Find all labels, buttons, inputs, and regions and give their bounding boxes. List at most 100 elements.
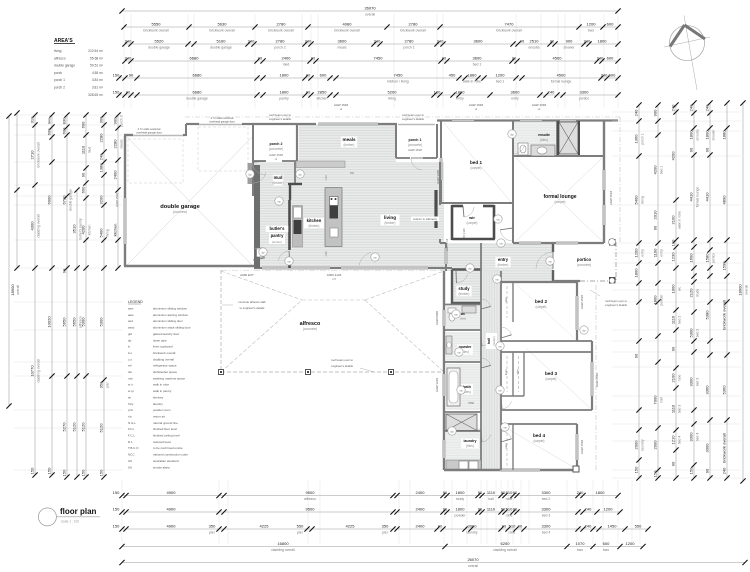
svg-text:sa: sa [495, 277, 499, 281]
svg-text:90: 90 [126, 89, 131, 94]
svg-text:glazed laundry door: glazed laundry door [153, 332, 179, 336]
svg-text:1100: 1100 [325, 175, 328, 181]
svg-text:laundry: laundry [464, 439, 477, 443]
svg-text:240: 240 [437, 38, 444, 43]
svg-text:overhead garage door: overhead garage door [136, 131, 162, 135]
svg-text:scale 1 : 100: scale 1 : 100 [61, 520, 79, 524]
svg-text:pantry: pantry [271, 233, 284, 238]
svg-text:5630: 5630 [218, 21, 228, 26]
svg-text:engineer's details: engineer's details [605, 303, 627, 307]
svg-text:2000: 2000 [652, 440, 657, 450]
svg-text:walk in robe: walk in robe [153, 383, 169, 387]
svg-text:2780: 2780 [277, 21, 287, 26]
svg-text:4900: 4900 [167, 490, 177, 495]
svg-text:90: 90 [306, 72, 311, 77]
svg-text:dp: dp [582, 328, 586, 332]
svg-text:60 2146: 60 2146 [462, 228, 466, 238]
svg-text:90: 90 [550, 38, 555, 43]
svg-text:5650: 5650 [71, 317, 76, 327]
svg-text:10770: 10770 [29, 365, 34, 377]
svg-text:1800: 1800 [456, 490, 466, 495]
svg-text:powder room: powder room [153, 408, 171, 412]
svg-text:4080: 4080 [343, 21, 353, 26]
svg-text:600: 600 [603, 541, 610, 546]
svg-text:5120: 5120 [98, 423, 103, 433]
svg-text:bed 4: bed 4 [533, 433, 545, 438]
svg-text:ensuita: ensuita [695, 129, 699, 140]
svg-text:3360: 3360 [704, 385, 709, 395]
svg-text:brickwork overall: brickwork overall [153, 351, 176, 355]
svg-text:NCC: NCC [128, 453, 135, 457]
svg-text:porch 1: porch 1 [54, 78, 65, 82]
svg-text:mw: mw [128, 376, 133, 380]
svg-text:5300: 5300 [80, 317, 85, 327]
svg-text:5650: 5650 [61, 317, 66, 327]
svg-text:entry: entry [456, 97, 464, 101]
svg-text:350: 350 [98, 381, 103, 388]
svg-text:entry: entry [498, 257, 509, 262]
svg-text:1200: 1200 [604, 506, 614, 511]
svg-text:1600: 1600 [688, 253, 693, 263]
svg-text:2 7m wide sectional: 2 7m wide sectional [138, 127, 161, 131]
svg-text:cladding overall: cladding overall [36, 359, 40, 383]
svg-text:1:5: 1:5 [332, 277, 336, 281]
svg-text:australian standard: australian standard [153, 459, 179, 463]
svg-text:double garage: double garage [54, 64, 75, 68]
svg-text:dp: dp [510, 132, 514, 136]
svg-text:150: 150 [46, 467, 51, 474]
svg-text:porch 1: porch 1 [403, 46, 414, 50]
svg-text:linen cupboard: linen cupboard [153, 345, 173, 349]
svg-text:90: 90 [306, 89, 311, 94]
svg-text:AAW 1206: AAW 1206 [436, 170, 440, 185]
svg-text:hall: hall [487, 338, 491, 344]
svg-text:pier: pier [105, 381, 109, 388]
svg-text:asw: asw [128, 307, 134, 311]
svg-text:180: 180 [434, 89, 441, 94]
svg-text:3510: 3510 [71, 224, 76, 234]
svg-text:bed 3: bed 3 [677, 405, 681, 414]
svg-text:240: 240 [585, 523, 592, 528]
svg-text:study: study [458, 286, 470, 291]
svg-text:reduced level: reduced level [153, 440, 171, 444]
svg-text:1070: 1070 [576, 541, 586, 546]
svg-text:return air: return air [153, 414, 165, 418]
svg-text:l'dry: l'dry [128, 402, 134, 406]
svg-text:90: 90 [520, 38, 525, 43]
svg-text:26070: 26070 [467, 557, 479, 562]
svg-text:portico: portico [577, 257, 592, 262]
svg-text:7000: 7000 [652, 395, 657, 405]
svg-text:90: 90 [513, 506, 518, 511]
svg-text:SA: SA [128, 465, 132, 469]
svg-text:walk in robe: walk in robe [463, 80, 481, 84]
svg-text:90: 90 [670, 346, 675, 351]
svg-text:sa: sa [373, 255, 377, 259]
svg-text:150: 150 [688, 467, 693, 474]
svg-text:240: 240 [548, 89, 555, 94]
svg-text:w.i.p: w.i.p [128, 389, 134, 393]
svg-text:sk: sk [128, 395, 132, 399]
svg-text:550: 550 [297, 523, 304, 528]
svg-text:3.81 m²: 3.81 m² [92, 86, 104, 90]
svg-text:porch 2: porch 2 [119, 115, 123, 126]
svg-text:(concrete): (concrete) [303, 327, 317, 331]
svg-text:90: 90 [502, 523, 507, 528]
svg-text:90: 90 [633, 353, 638, 358]
svg-text:6780: 6780 [61, 195, 66, 205]
svg-text:4900: 4900 [167, 506, 177, 511]
svg-text:6680: 6680 [190, 55, 200, 60]
svg-text:(timber): (timber) [344, 143, 355, 147]
svg-text:6250: 6250 [501, 541, 511, 546]
svg-text:b.o: b.o [128, 351, 133, 355]
svg-text:9500: 9500 [306, 490, 316, 495]
svg-text:portico: portico [711, 253, 715, 263]
svg-text:240: 240 [633, 109, 638, 116]
svg-text:refrigerator space: refrigerator space [153, 364, 177, 368]
svg-text:90: 90 [311, 55, 316, 60]
svg-text:240: 240 [125, 38, 132, 43]
svg-text:1800: 1800 [596, 490, 606, 495]
svg-text:2 7m wide sectional: 2 7m wide sectional [211, 116, 234, 120]
svg-text:ensuita: ensuita [529, 46, 540, 50]
svg-text:down pipe: down pipe [153, 338, 167, 342]
svg-text:2280: 2280 [98, 133, 103, 143]
svg-text:assd: assd [128, 326, 135, 330]
